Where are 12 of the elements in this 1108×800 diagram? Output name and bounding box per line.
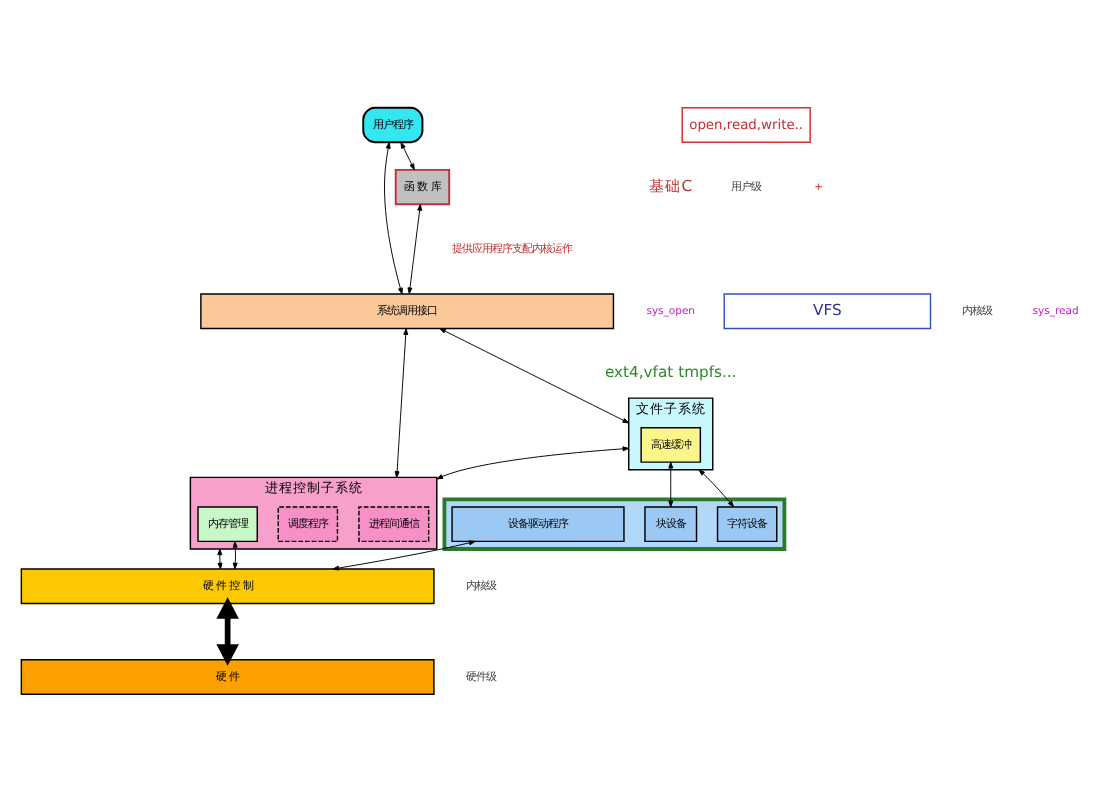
arrow — [217, 547, 223, 569]
arrow — [436, 445, 630, 479]
arrow — [400, 140, 415, 170]
arrow — [384, 141, 403, 294]
arrow — [668, 460, 674, 507]
arrow — [232, 540, 238, 569]
arrow — [394, 327, 409, 477]
arrow — [439, 327, 630, 423]
arrow — [407, 203, 423, 294]
arrow — [332, 539, 476, 570]
arrow — [698, 468, 735, 507]
arrow — [216, 596, 239, 665]
